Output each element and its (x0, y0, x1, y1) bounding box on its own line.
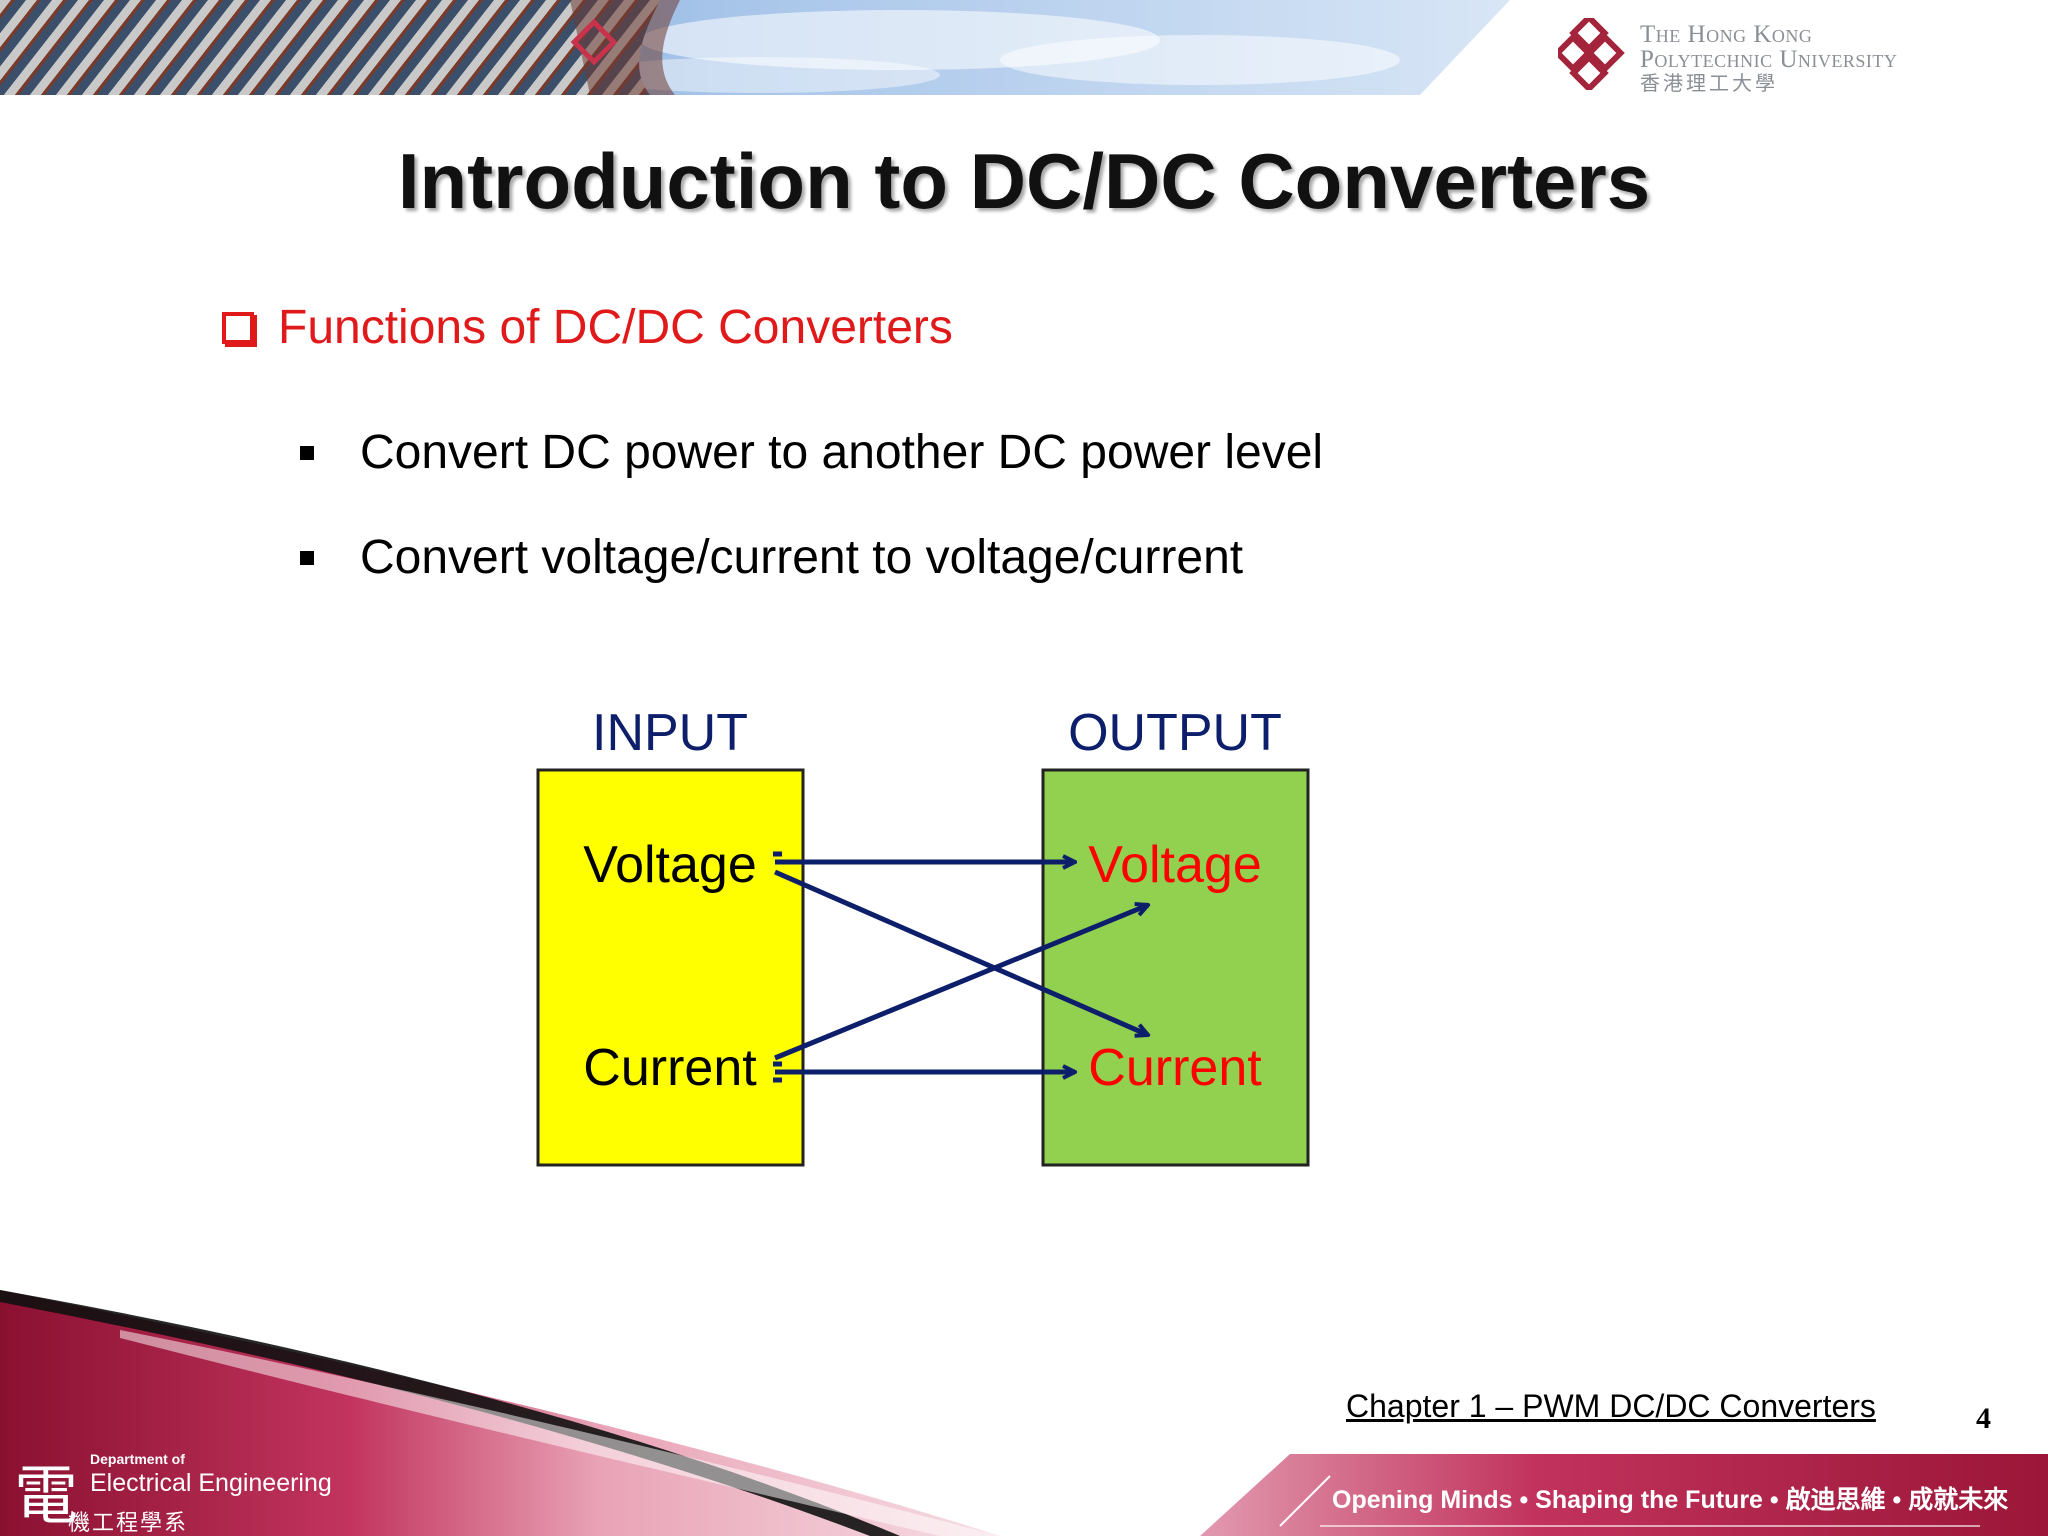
chapter-link[interactable]: Chapter 1 – PWM DC/DC Converters (1346, 1388, 1876, 1424)
university-name-line1: The Hong Kong (1640, 21, 1813, 48)
checkbox-bullet-icon (222, 311, 254, 344)
department-of: Department of (90, 1451, 185, 1467)
electric-glyph-icon: 電 (14, 1460, 78, 1534)
slide-title: Introduction to DC/DC Converters (397, 137, 1651, 225)
university-name: The Hong Kong Polytechnic University 香港理… (1640, 22, 1897, 96)
arrow-current-to-voltage (774, 905, 1148, 1061)
input-header: INPUT (592, 704, 748, 762)
bullet-item: Convert DC power to another DC power lev… (300, 425, 1323, 480)
output-voltage-label: Voltage (1088, 836, 1262, 894)
bullet-item: Convert voltage/current to voltage/curre… (300, 530, 1243, 585)
footer-swoosh (0, 1290, 2048, 1536)
arrow-voltage-to-current (773, 869, 1148, 1035)
output-header: OUTPUT (1068, 704, 1282, 762)
header-banner (0, 0, 1526, 95)
department-name: Electrical Engineering (90, 1469, 332, 1497)
university-motto: Opening Minds • Shaping the Future • 啟迪思… (1332, 1486, 2009, 1514)
university-name-cn: 香港理工大學 (1640, 73, 1778, 95)
department-name-cn: 機工程學系 (68, 1510, 189, 1535)
university-name-line2: Polytechnic University (1640, 46, 1898, 73)
input-box (536, 768, 805, 1167)
bullet-text: Convert voltage/current to voltage/curre… (360, 531, 1244, 584)
page-number: 4 (1976, 1402, 1991, 1435)
building-emblem (570, 18, 618, 66)
output-box (1041, 768, 1310, 1167)
section-heading: Functions of DC/DC Converters (222, 300, 953, 355)
bullet-text: Convert DC power to another DC power lev… (360, 426, 1324, 479)
square-bullet-icon (300, 445, 314, 460)
input-current-label: Current (583, 1039, 757, 1097)
section-heading-text: Functions of DC/DC Converters (278, 301, 953, 354)
output-current-label: Current (1088, 1039, 1262, 1097)
polyu-logo-icon (1558, 18, 1625, 90)
square-bullet-icon (300, 550, 314, 565)
input-voltage-label: Voltage (583, 836, 757, 894)
conversion-diagram: INPUT OUTPUT Voltage Current Voltage Cur… (536, 704, 1310, 1167)
